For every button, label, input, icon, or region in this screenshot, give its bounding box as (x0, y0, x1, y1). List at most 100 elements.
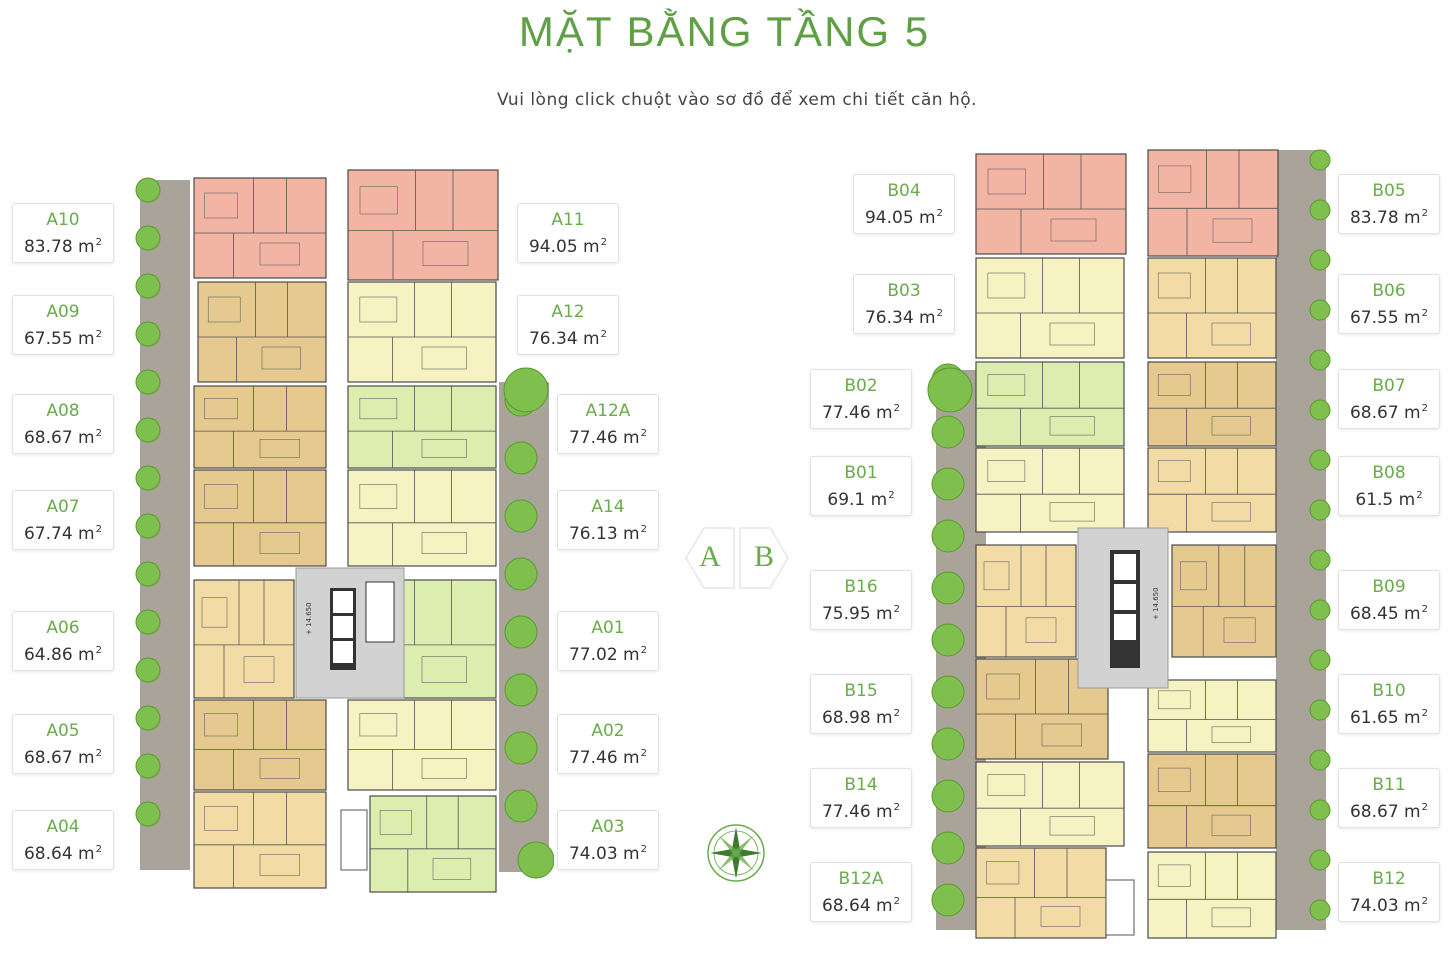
tree-icon (135, 753, 161, 779)
unit-code: B11 (1372, 775, 1406, 795)
tower-a-units[interactable] (193, 169, 499, 893)
tower-b-floor-plan[interactable]: + 14.650 (920, 140, 1340, 940)
tower-b-core: + 14.650 (1077, 527, 1169, 936)
furniture (421, 438, 467, 458)
furniture (987, 272, 1026, 299)
unit-area: 68.67 m2 (1349, 403, 1428, 423)
unit-area: 77.46 m2 (821, 403, 900, 423)
unit-code: B06 (1372, 281, 1406, 301)
tree-icon (1309, 199, 1331, 221)
page-title: MẶT BẰNG TẦNG 5 (518, 8, 931, 55)
tree-icon (135, 561, 161, 587)
tree-icon (1309, 749, 1331, 771)
tower-b-level-label: + 14.650 (1152, 587, 1160, 620)
unit-area: 77.46 m2 (568, 748, 647, 768)
unit-area: 68.64 m2 (23, 844, 102, 864)
plan-a07[interactable] (193, 469, 327, 567)
furniture (1050, 218, 1097, 242)
furniture (207, 296, 241, 323)
tree-icon (931, 779, 965, 813)
furniture (1157, 460, 1191, 482)
unit-area: 68.45 m2 (1349, 604, 1428, 624)
tree-icon (1309, 549, 1331, 571)
furniture (1211, 726, 1251, 743)
tower-a-floor-plan[interactable]: + 14.650 (126, 160, 554, 900)
tower-b-unit-b09[interactable]: B09 68.45 m2 (1338, 570, 1440, 630)
tree-icon (135, 225, 161, 251)
tower-b-nav-shape (739, 527, 789, 589)
unit-code: A12A (585, 401, 631, 421)
unit-code: A09 (46, 302, 80, 322)
furniture (204, 484, 238, 509)
unit-area: 94.05 m2 (528, 237, 607, 257)
furniture (204, 806, 238, 831)
tower-b-trees (927, 149, 1331, 921)
tower-b-nav-button[interactable]: B (738, 526, 790, 590)
unit-area: 77.46 m2 (568, 428, 647, 448)
tower-a-nav-button[interactable]: A (684, 526, 736, 590)
tree-icon (931, 415, 965, 449)
tree-icon (1309, 599, 1331, 621)
unit-area: 68.98 m2 (821, 708, 900, 728)
furniture (204, 713, 238, 737)
tree-icon (931, 883, 965, 917)
furniture (359, 296, 398, 323)
unit-code: B09 (1372, 577, 1406, 597)
furniture (1211, 322, 1251, 346)
furniture (204, 192, 238, 219)
tree-icon (1309, 899, 1331, 921)
furniture (986, 861, 1020, 885)
furniture (1049, 322, 1095, 346)
furniture (204, 398, 238, 420)
tree-icon (931, 675, 965, 709)
furniture (421, 346, 467, 370)
tree-icon (503, 367, 549, 413)
unit-area: 76.34 m2 (864, 308, 943, 328)
tower-a-level-label: + 14.650 (305, 602, 313, 635)
unit-area: 68.67 m2 (23, 748, 102, 768)
tower-a-nav-shape (685, 527, 735, 589)
tree-icon (504, 673, 538, 707)
tower-b-units[interactable] (975, 149, 1279, 939)
tree-icon (931, 571, 965, 605)
tree-icon (135, 801, 161, 827)
tree-icon (504, 789, 538, 823)
furniture (1049, 816, 1095, 836)
tower-a-unit-a12a[interactable]: A12A 77.46 m2 (557, 394, 659, 454)
plan-a04[interactable] (193, 791, 327, 889)
unit-code: A07 (46, 497, 80, 517)
unit-code: B01 (844, 463, 878, 483)
furniture (1041, 723, 1082, 747)
furniture (243, 656, 275, 683)
tree-icon (1309, 299, 1331, 321)
unit-area: 75.95 m2 (821, 604, 900, 624)
